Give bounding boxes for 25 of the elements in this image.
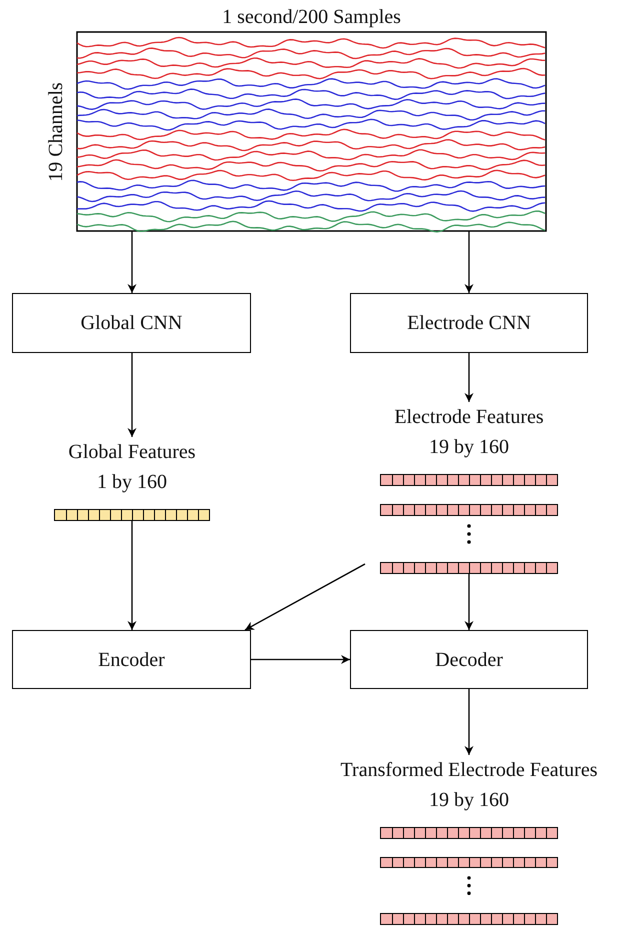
arrow [464, 231, 474, 293]
axis-label: 1 second/200 Samples [221, 5, 402, 30]
box-label: Electrode CNN [407, 311, 531, 336]
box-label: Decoder [435, 648, 503, 672]
box-label: Encoder [98, 648, 165, 672]
box-label: Global CNN [80, 311, 182, 336]
process-box [350, 630, 588, 689]
arrow [128, 353, 136, 437]
feature-label: 19 by 160 [429, 435, 509, 460]
feature-label: Electrode Features [394, 405, 544, 430]
arrow [128, 231, 136, 293]
process-box [12, 630, 251, 689]
axis-label: 19 Channels [45, 82, 67, 182]
process-box [350, 293, 588, 353]
arrow [251, 655, 350, 664]
feature-label: Transformed Electrode Features [340, 758, 598, 783]
feature-label: 19 by 160 [429, 788, 509, 813]
feature-label: Global Features [68, 440, 196, 465]
arrow [128, 521, 136, 630]
arrow [244, 563, 366, 631]
process-box [12, 293, 251, 353]
arrow [464, 689, 474, 755]
feature-label: 1 by 160 [97, 470, 167, 495]
arrow [464, 574, 474, 630]
arrow [464, 353, 474, 402]
